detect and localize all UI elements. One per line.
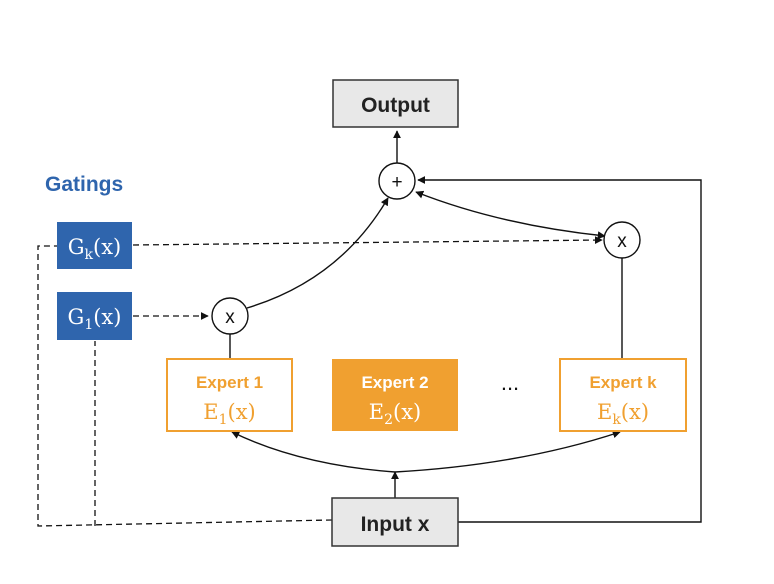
- expert-1-arg: (x): [228, 400, 256, 424]
- output-box: Output: [332, 79, 459, 128]
- experts-ellipsis: ...: [501, 370, 519, 395]
- input-to-expertk-curve: [394, 430, 621, 473]
- output-label: Output: [361, 94, 430, 117]
- expert-2-sub: 2: [384, 412, 393, 428]
- gating-dashed-lines: [37, 236, 603, 527]
- connectors: [229, 130, 702, 523]
- mulk-to-sum-curve: [415, 190, 606, 240]
- svg-text:E1(x): E1(x): [203, 400, 256, 428]
- expert-k-main: E: [597, 400, 612, 424]
- gate-gk-box: Gk(x): [57, 222, 132, 269]
- gate-g1-box: G1(x): [57, 292, 132, 340]
- expert-2-box: Expert 2 E2(x): [332, 359, 458, 431]
- expert-k-title: Expert k: [589, 373, 657, 392]
- gate-g1-sub: 1: [84, 317, 93, 333]
- gk-to-mulk-dashed-arrow: [132, 236, 603, 246]
- multiply-symbol-1: x: [225, 307, 235, 328]
- svg-text:Gk(x): Gk(x): [68, 235, 122, 263]
- expert-1-main: E: [203, 400, 218, 424]
- input-box: Input x: [331, 497, 459, 547]
- sum-symbol: +: [391, 172, 402, 193]
- expert-k-box: Expert k Ek(x): [559, 358, 687, 432]
- gate-gk-main: G: [68, 235, 85, 259]
- gatings-title: Gatings: [45, 173, 123, 196]
- mul1-to-sum-curve: [246, 197, 389, 309]
- expert-k-sub: k: [612, 412, 621, 428]
- multiply-node-1: x: [211, 297, 249, 335]
- expert-2-title: Expert 2: [361, 373, 428, 392]
- input-to-gk-dashed-line: [37, 245, 333, 527]
- sum-node: +: [378, 162, 416, 200]
- input-label: Input x: [361, 513, 430, 536]
- gate-gk-arg: (x): [93, 235, 121, 259]
- expert-2-arg: (x): [393, 400, 421, 424]
- gate-g1-arg: (x): [93, 305, 121, 329]
- gate-g1-main: G: [68, 305, 85, 329]
- expert-1-title: Expert 1: [196, 373, 263, 392]
- multiply-symbol-k: x: [617, 231, 627, 252]
- input-bypass-line: [417, 176, 702, 523]
- multiply-node-k: x: [603, 221, 641, 259]
- expert-1-sub: 1: [219, 412, 228, 428]
- svg-text:E2(x): E2(x): [369, 400, 422, 428]
- gate-gk-sub: k: [85, 247, 94, 263]
- expert-2-main: E: [369, 400, 384, 424]
- svg-text:Ek(x): Ek(x): [597, 400, 649, 428]
- expert-k-arg: (x): [621, 400, 649, 424]
- expert-1-box: Expert 1 E1(x): [166, 358, 293, 432]
- input-to-expert1-curve: [231, 431, 396, 473]
- svg-text:G1(x): G1(x): [68, 305, 122, 333]
